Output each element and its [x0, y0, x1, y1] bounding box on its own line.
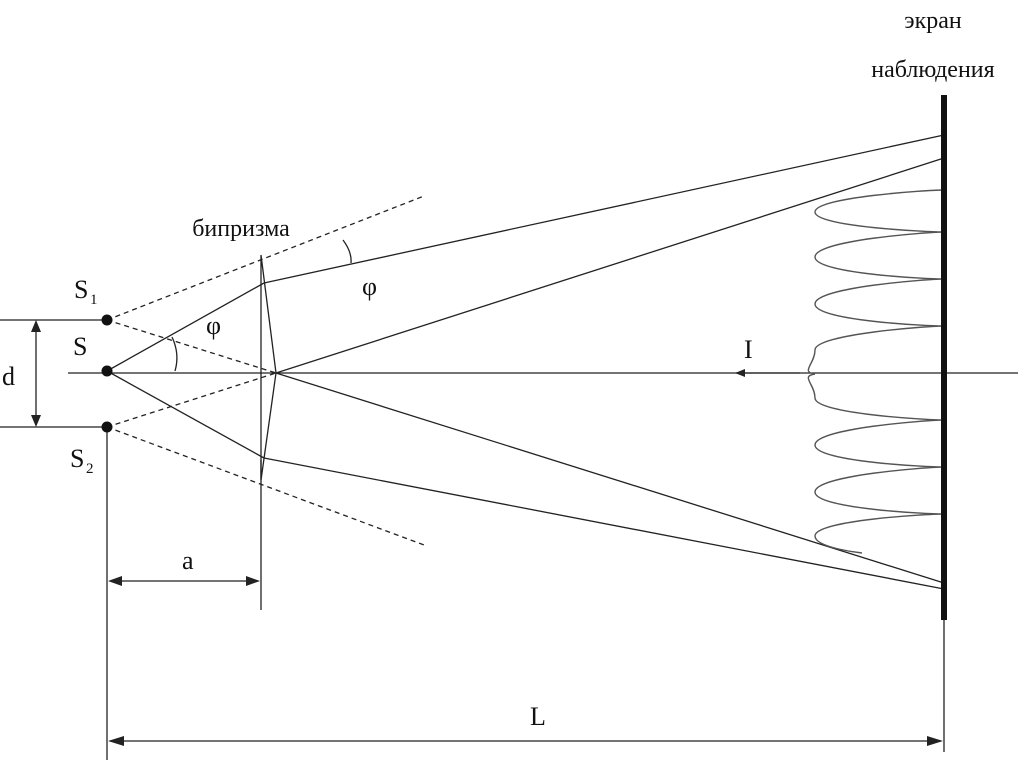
s2-label: S — [70, 444, 84, 473]
phi-left-label: φ — [206, 311, 221, 340]
I-label: I — [744, 335, 753, 364]
d-label: d — [2, 362, 15, 391]
refracted-ray-upper-outer — [263, 134, 945, 284]
angle-arc-left — [171, 336, 178, 372]
biprism — [260, 254, 277, 481]
biprism-label: бипризма — [192, 216, 290, 242]
L-arrow-left — [108, 736, 124, 746]
d-arrow-top — [31, 320, 41, 332]
dashed-line-s1-to-prism-apex — [106, 319, 277, 374]
s1-subscript: 1 — [90, 292, 98, 308]
refracted-ray-lower-outer — [263, 457, 945, 590]
screen-label-line1: экран — [904, 8, 962, 34]
s-label: S — [73, 332, 87, 361]
d-arrow-bottom — [31, 415, 41, 427]
refracted-ray-upper-inner — [275, 157, 945, 374]
screen-label-line2: наблюдения — [871, 57, 994, 83]
phi-right-label: φ — [362, 272, 377, 301]
L-arrow-right — [927, 736, 943, 746]
ray-s-to-prism-top — [106, 282, 265, 372]
s1-label: S — [74, 275, 88, 304]
dashed-line-s2-to-prism-apex — [106, 372, 277, 428]
a-label: a — [182, 546, 194, 575]
source-s1-point — [101, 314, 113, 326]
a-arrow-right — [246, 576, 260, 586]
s2-subscript: 2 — [86, 461, 94, 477]
ray-s-to-prism-bottom — [106, 370, 265, 459]
source-s-point — [101, 365, 113, 377]
dashed-line-s2-extension — [106, 426, 425, 546]
L-label: L — [530, 702, 546, 731]
dashed-line-s1-extension — [106, 195, 425, 321]
a-arrow-left — [108, 576, 122, 586]
intensity-curve — [807, 189, 944, 554]
angle-arc-right — [342, 239, 352, 264]
source-s2-point — [101, 421, 113, 433]
